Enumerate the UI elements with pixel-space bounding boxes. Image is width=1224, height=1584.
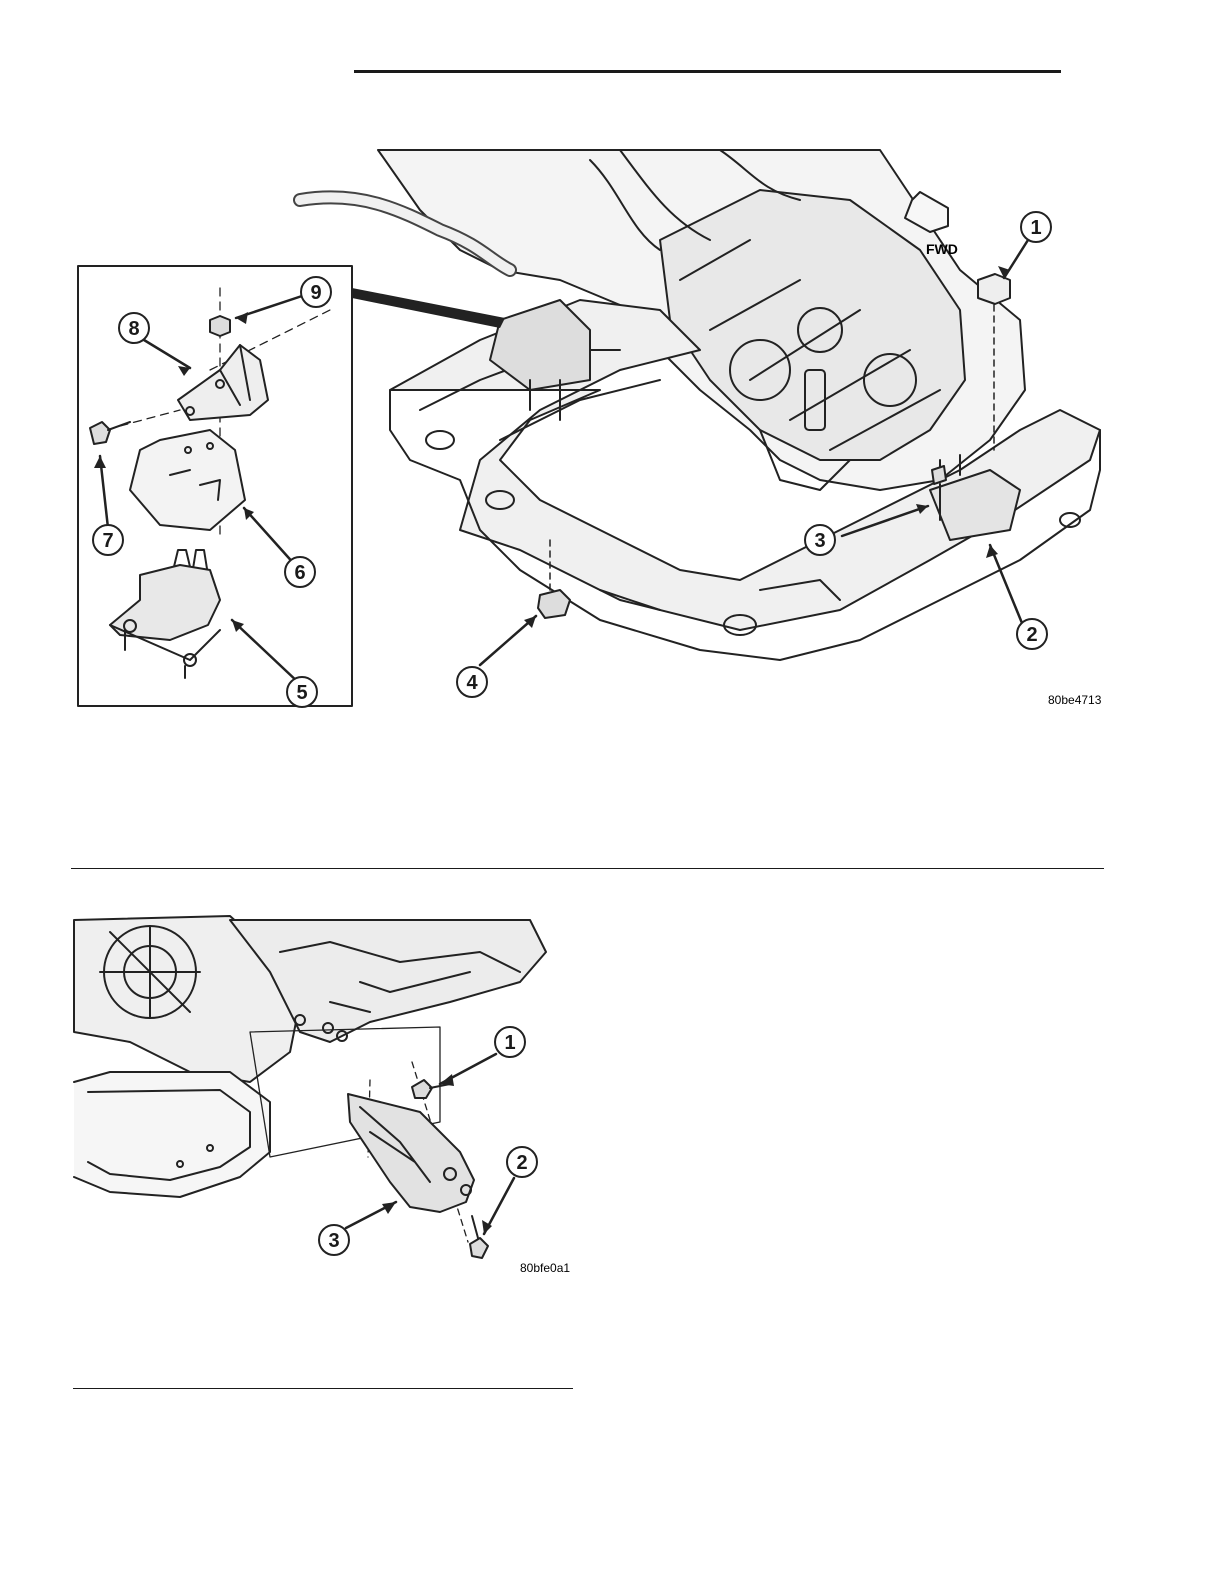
callout-2: 2 <box>1026 624 1037 646</box>
fig2-callout-3: 3 <box>328 1230 339 1252</box>
fig2-callout-2: 2 <box>516 1152 527 1174</box>
callout-9: 9 <box>310 282 321 304</box>
callout-1: 1 <box>1030 217 1041 239</box>
figure-mount-bracket: 1 2 3 80bfe0a1 <box>70 912 590 1282</box>
mount-bracket <box>348 1094 474 1212</box>
figure1-drawing: 1 2 3 4 5 6 7 8 9 FWD 80be4713 <box>60 130 1120 720</box>
header-rule <box>354 70 1061 73</box>
callout-5: 5 <box>296 682 307 704</box>
callout-4: 4 <box>466 672 478 694</box>
callout-7: 7 <box>102 530 113 552</box>
section-rule <box>71 868 1104 869</box>
callout-8: 8 <box>128 318 139 340</box>
callout-3: 3 <box>814 530 825 552</box>
fig2-callout-1: 1 <box>504 1032 515 1054</box>
figure2-drawing: 1 2 3 80bfe0a1 <box>70 912 590 1282</box>
figure1-id: 80be4713 <box>1048 693 1102 707</box>
footer-rule <box>73 1388 573 1389</box>
figure-transmission-mount: 1 2 3 4 5 6 7 8 9 FWD 80be4713 <box>60 130 1120 720</box>
fwd-label: FWD <box>926 241 958 257</box>
figure2-id: 80bfe0a1 <box>520 1261 570 1275</box>
callout-6: 6 <box>294 562 305 584</box>
